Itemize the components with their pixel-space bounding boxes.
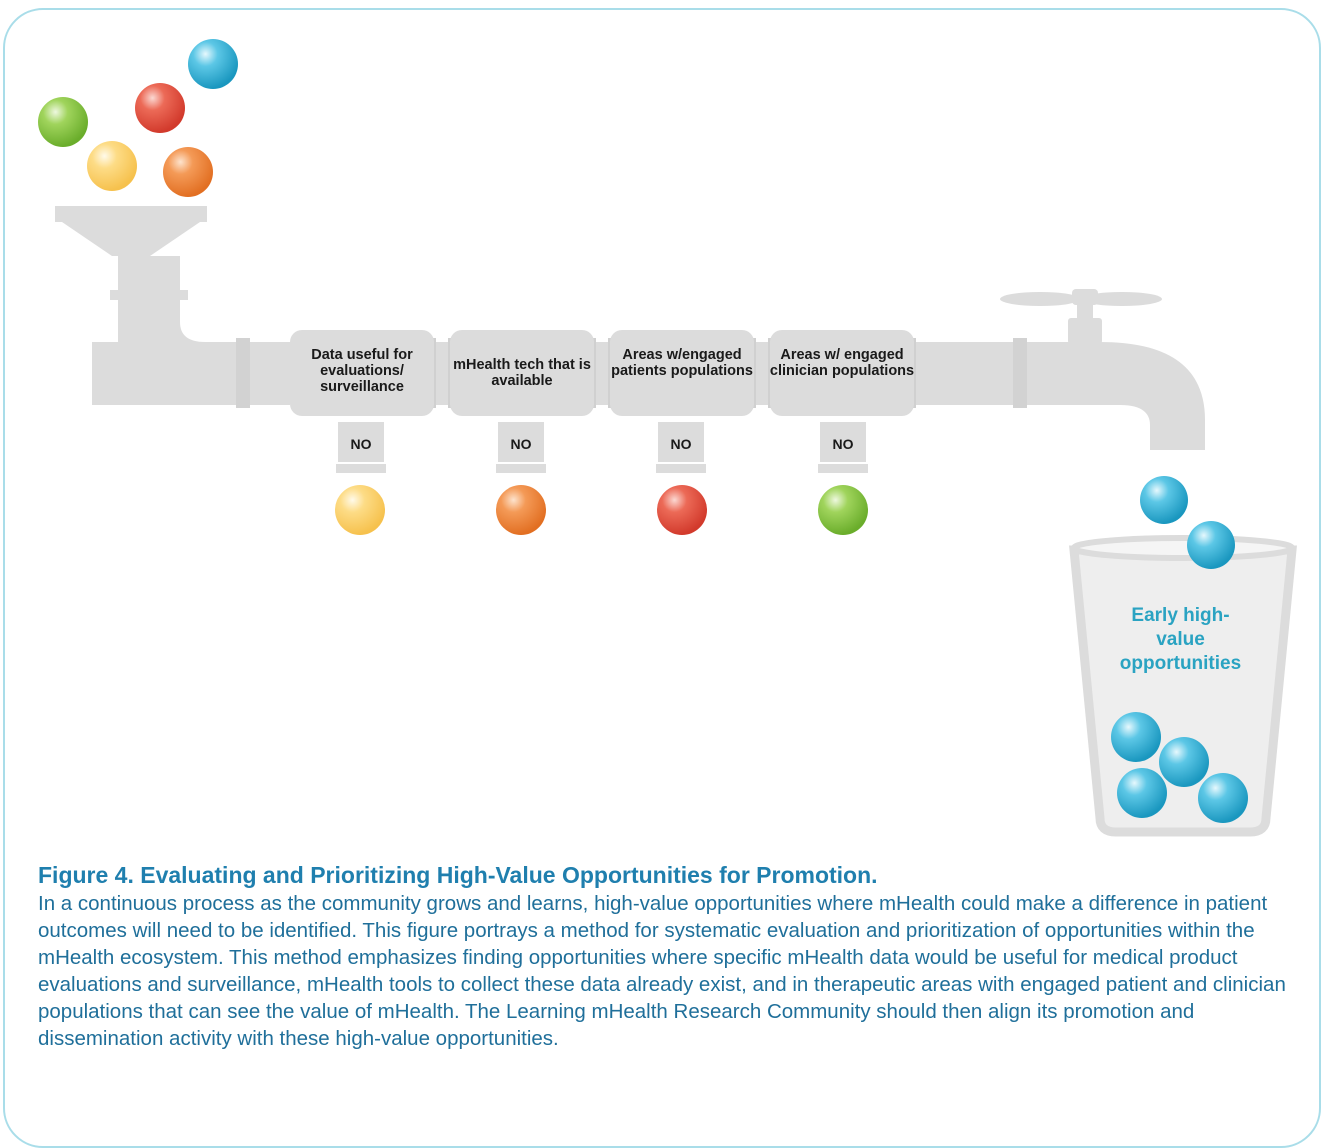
ball-blue-glass-1 xyxy=(1111,712,1161,762)
stage-box-1 xyxy=(290,330,434,416)
ball-orange-top xyxy=(163,147,213,197)
decision-no-3: NO xyxy=(670,436,692,452)
ball-orange-rejected xyxy=(496,485,546,535)
ball-blue-glass-4 xyxy=(1198,773,1248,823)
ball-yellow-rejected xyxy=(335,485,385,535)
stage-boxes xyxy=(290,330,914,416)
pipeline-diagram xyxy=(38,39,1297,837)
stage-label-4: Areas w/ engaged clinician populations xyxy=(769,347,915,379)
glass-label: Early high-value opportunities xyxy=(1119,605,1242,674)
decision-no-1: NO xyxy=(350,436,372,452)
ball-red-top xyxy=(135,83,185,133)
ball-red-rejected xyxy=(657,485,707,535)
figure-caption: Figure 4. Evaluating and Prioritizing Hi… xyxy=(38,860,1308,1052)
decision-no-4: NO xyxy=(832,436,854,452)
stage-box-4 xyxy=(770,330,914,416)
stage-box-3 xyxy=(610,330,754,416)
ball-blue-glass-2 xyxy=(1159,737,1209,787)
ball-blue-top xyxy=(188,39,238,89)
funnel xyxy=(55,206,242,405)
ball-green-rejected xyxy=(818,485,868,535)
stage-label-3: Areas w/engaged patients populations xyxy=(611,347,753,379)
ball-yellow-top xyxy=(87,141,137,191)
stage-label-1: Data useful for evaluations/ surveillanc… xyxy=(311,347,413,395)
ball-blue-falling-1 xyxy=(1140,476,1188,524)
decision-no-2: NO xyxy=(510,436,532,452)
caption-body: In a continuous process as the community… xyxy=(38,892,1286,1050)
ball-blue-falling-2 xyxy=(1187,521,1235,569)
no-outlets xyxy=(336,422,868,473)
pipe xyxy=(250,342,1067,405)
ball-green-top xyxy=(38,97,88,147)
stage-box-2 xyxy=(450,330,594,416)
glass xyxy=(1069,535,1297,837)
pipe-rings xyxy=(236,338,1027,408)
caption-title: Figure 4. Evaluating and Prioritizing Hi… xyxy=(38,862,878,888)
faucet xyxy=(1000,289,1205,450)
ball-blue-glass-3 xyxy=(1117,768,1167,818)
stage-label-2: mHealth tech that is available xyxy=(453,357,591,389)
